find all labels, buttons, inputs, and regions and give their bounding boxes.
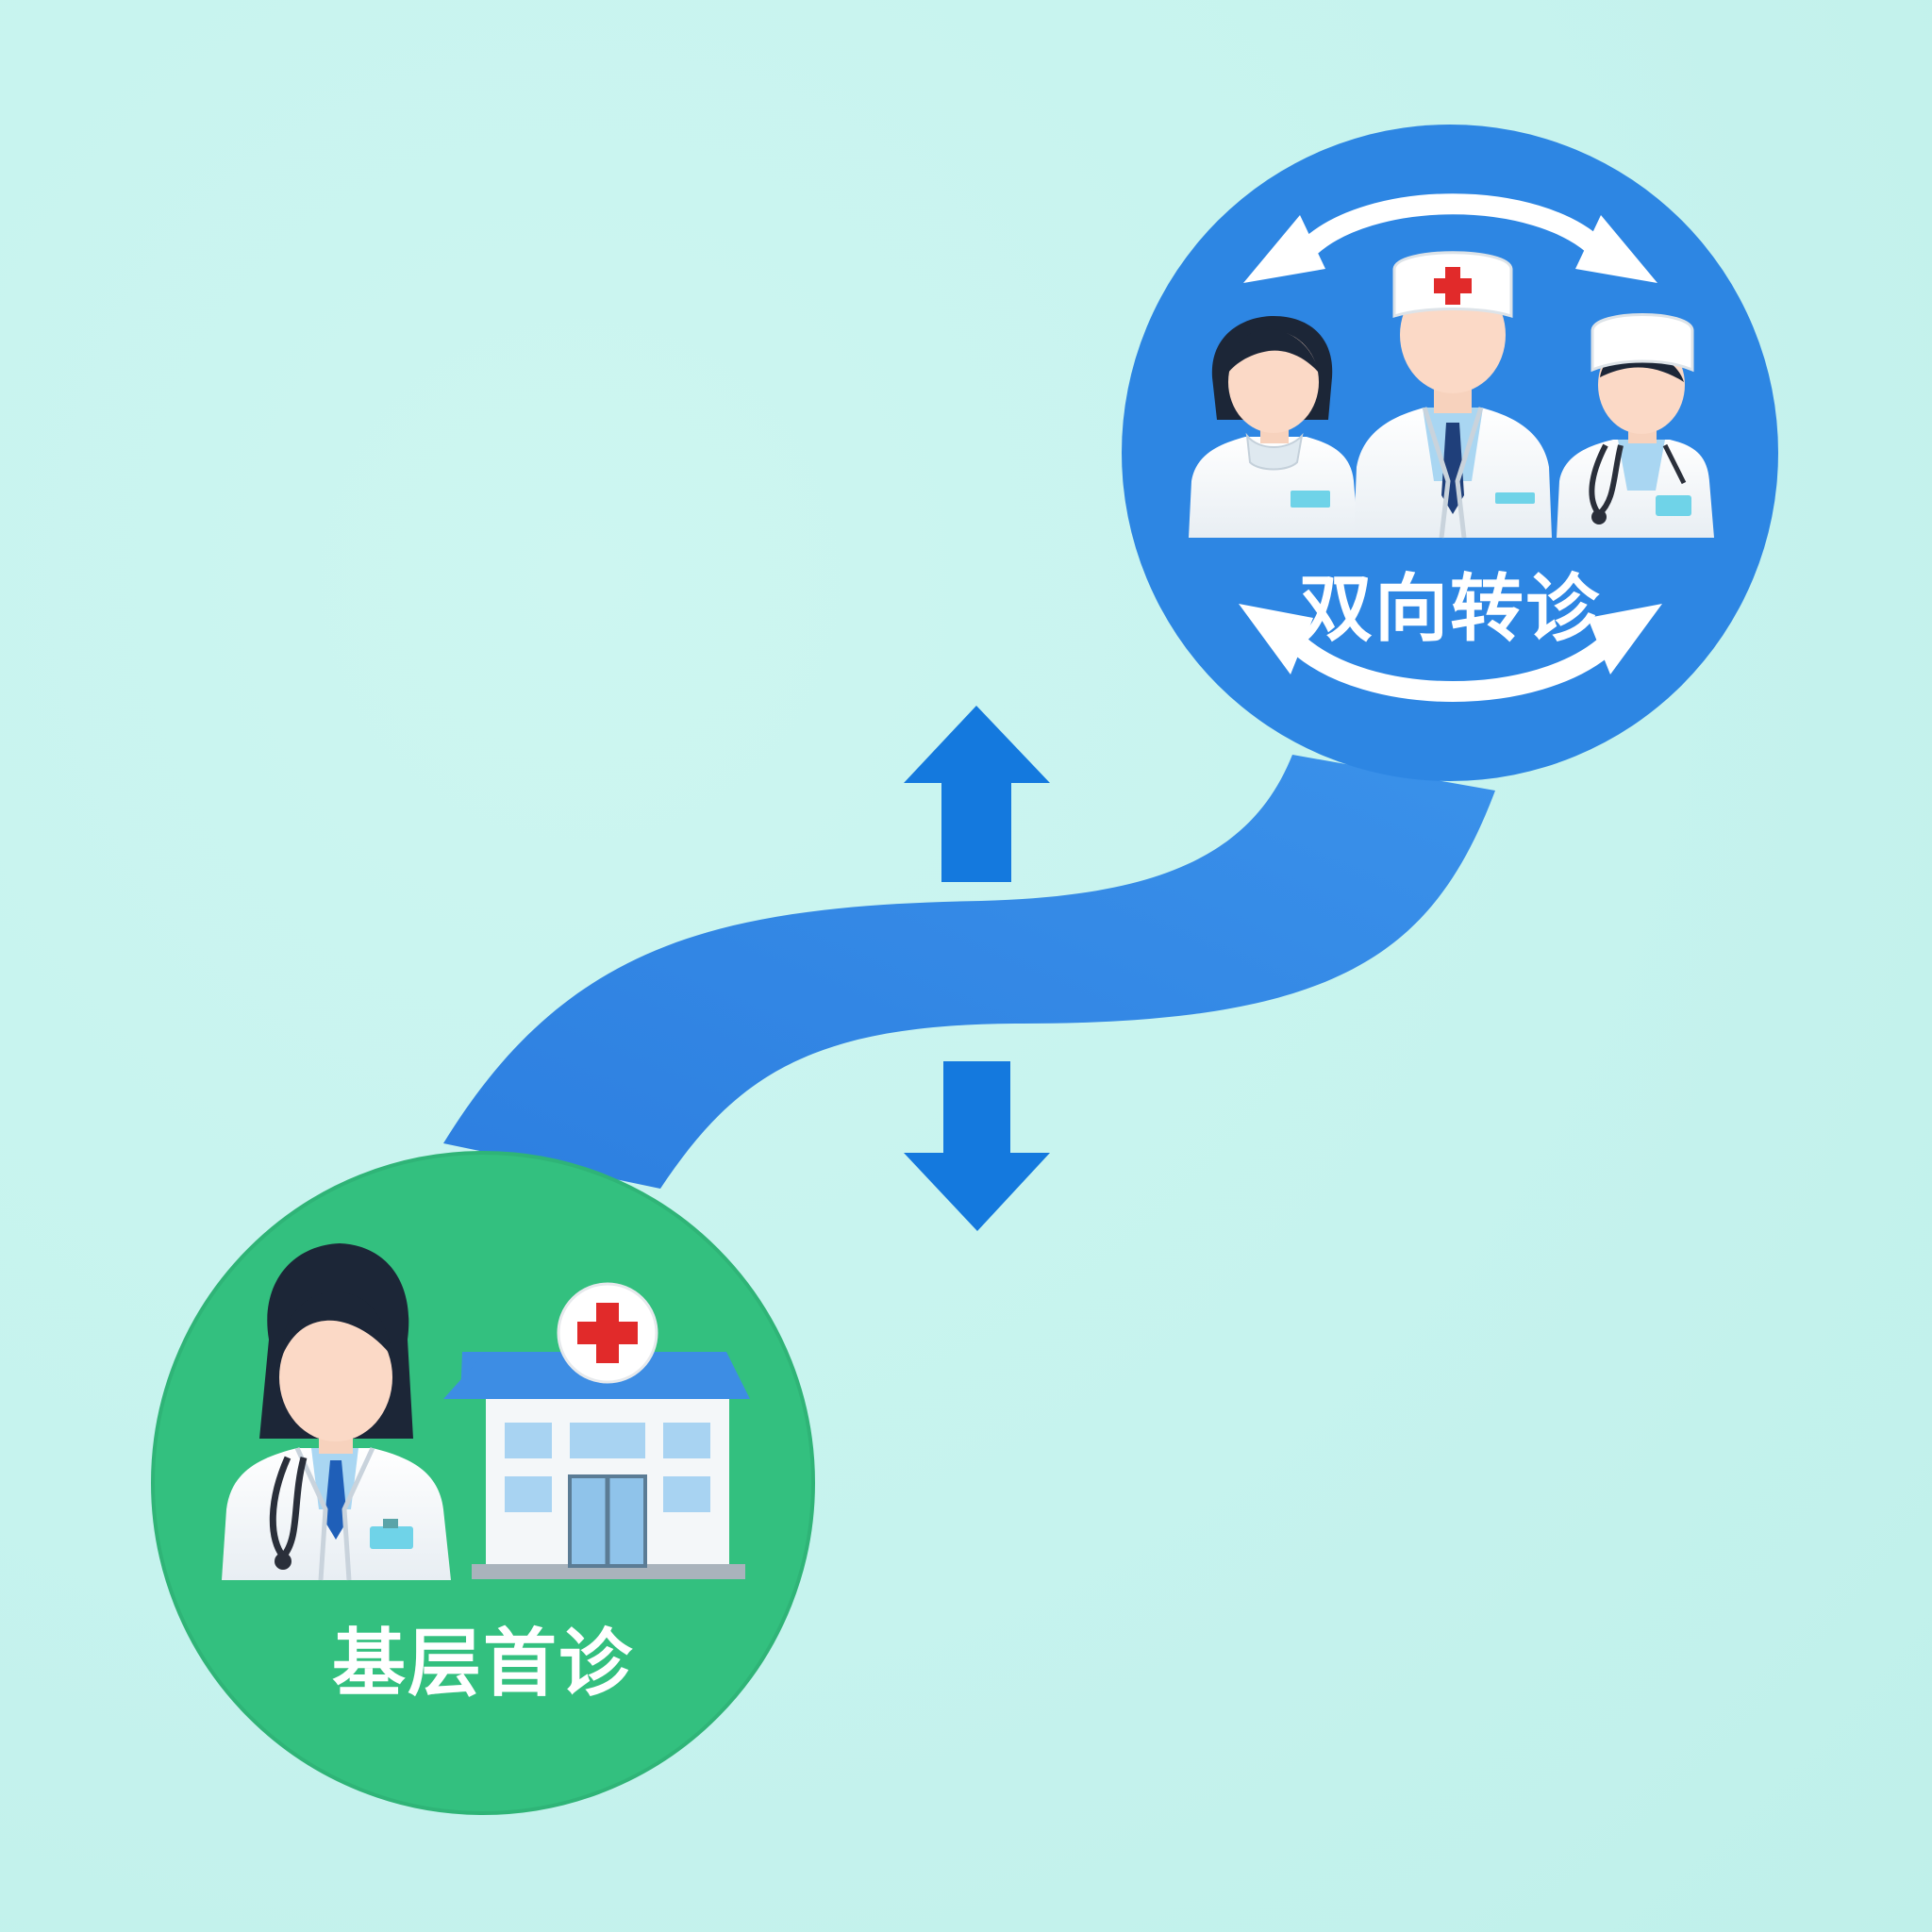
female-doctor-icon	[222, 1243, 451, 1581]
red-cross-icon	[557, 1282, 658, 1384]
hospital-building-icon	[443, 1352, 750, 1579]
primary-care-node: 基层首诊	[151, 1151, 815, 1815]
swap-arrows-icon	[1239, 193, 1662, 702]
doctor-icon	[1354, 251, 1552, 539]
medical-staff-icon	[1557, 313, 1714, 538]
nurse-icon	[1189, 316, 1358, 538]
connector-band	[443, 755, 1495, 1189]
arrow-up-icon	[904, 706, 1050, 882]
arrow-down-icon	[904, 1061, 1050, 1231]
referral-node: 双向转诊	[1122, 125, 1778, 781]
primary-care-label: 基层首诊	[332, 1622, 634, 1707]
referral-label: 双向转诊	[1299, 567, 1601, 652]
